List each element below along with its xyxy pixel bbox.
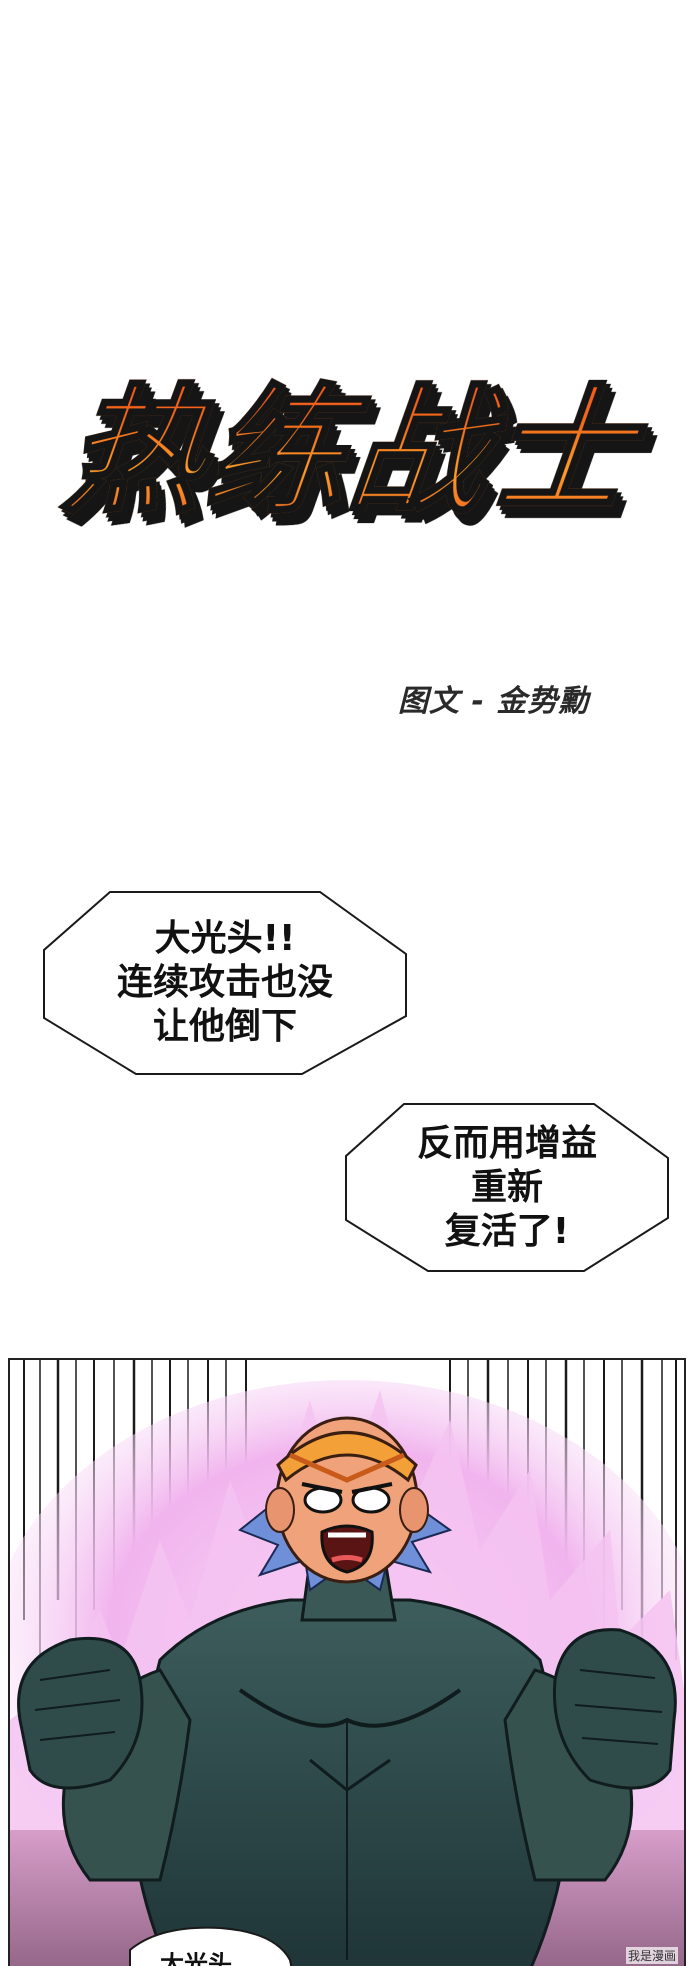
left-fist: [17, 1636, 144, 1790]
author-credit: 图文 - 金势勳: [398, 684, 590, 719]
speech-line: 让他倒下: [152, 1006, 297, 1047]
speech-line: 大光头!!: [154, 918, 296, 959]
title-logo-text: 热练战士: [29, 352, 670, 552]
character-torso: [128, 1598, 572, 1966]
headband: [276, 1431, 418, 1483]
comic-panel-art: [10, 1360, 684, 1966]
speech-line: 重新: [470, 1166, 543, 1208]
speech-line: 复活了!: [444, 1210, 570, 1252]
speech-bubble-2: 反而用增益 重新 复活了!: [342, 1100, 672, 1275]
speech-line: 连续攻击也没: [116, 962, 333, 1003]
title-logo: 热练战士: [40, 352, 660, 582]
speech-bubble-2-shape: [345, 1103, 669, 1272]
speech-bubble-2-text: 反而用增益 重新 复活了!: [342, 1100, 672, 1275]
speech-bubble-1-shape: [43, 891, 407, 1075]
comic-panel: 大光头 我是漫画: [8, 1358, 686, 1966]
partial-speech-bubble: [129, 1926, 293, 1966]
partial-bubble-text: 大光头: [160, 1952, 232, 1966]
speech-line: 反而用增益: [416, 1122, 597, 1164]
speech-bubble-1: 大光头!! 连续攻击也没 让他倒下: [40, 888, 410, 1078]
watermark: 我是漫画: [625, 1947, 678, 1964]
speech-bubble-1-text: 大光头!! 连续攻击也没 让他倒下: [40, 888, 410, 1078]
